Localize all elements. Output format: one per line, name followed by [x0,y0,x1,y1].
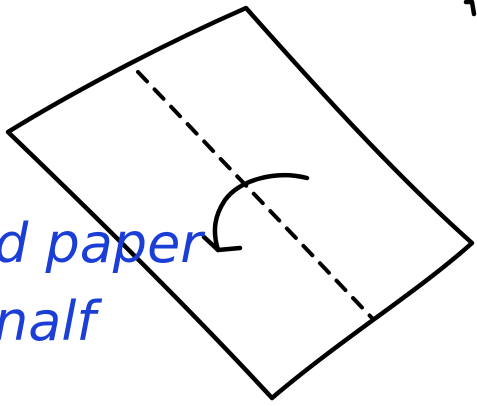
corner-mark [466,2,474,14]
instruction-line-1: d paper [0,212,205,275]
instruction-line-2: nalf [0,290,102,353]
curved-arrow-icon [204,175,307,250]
